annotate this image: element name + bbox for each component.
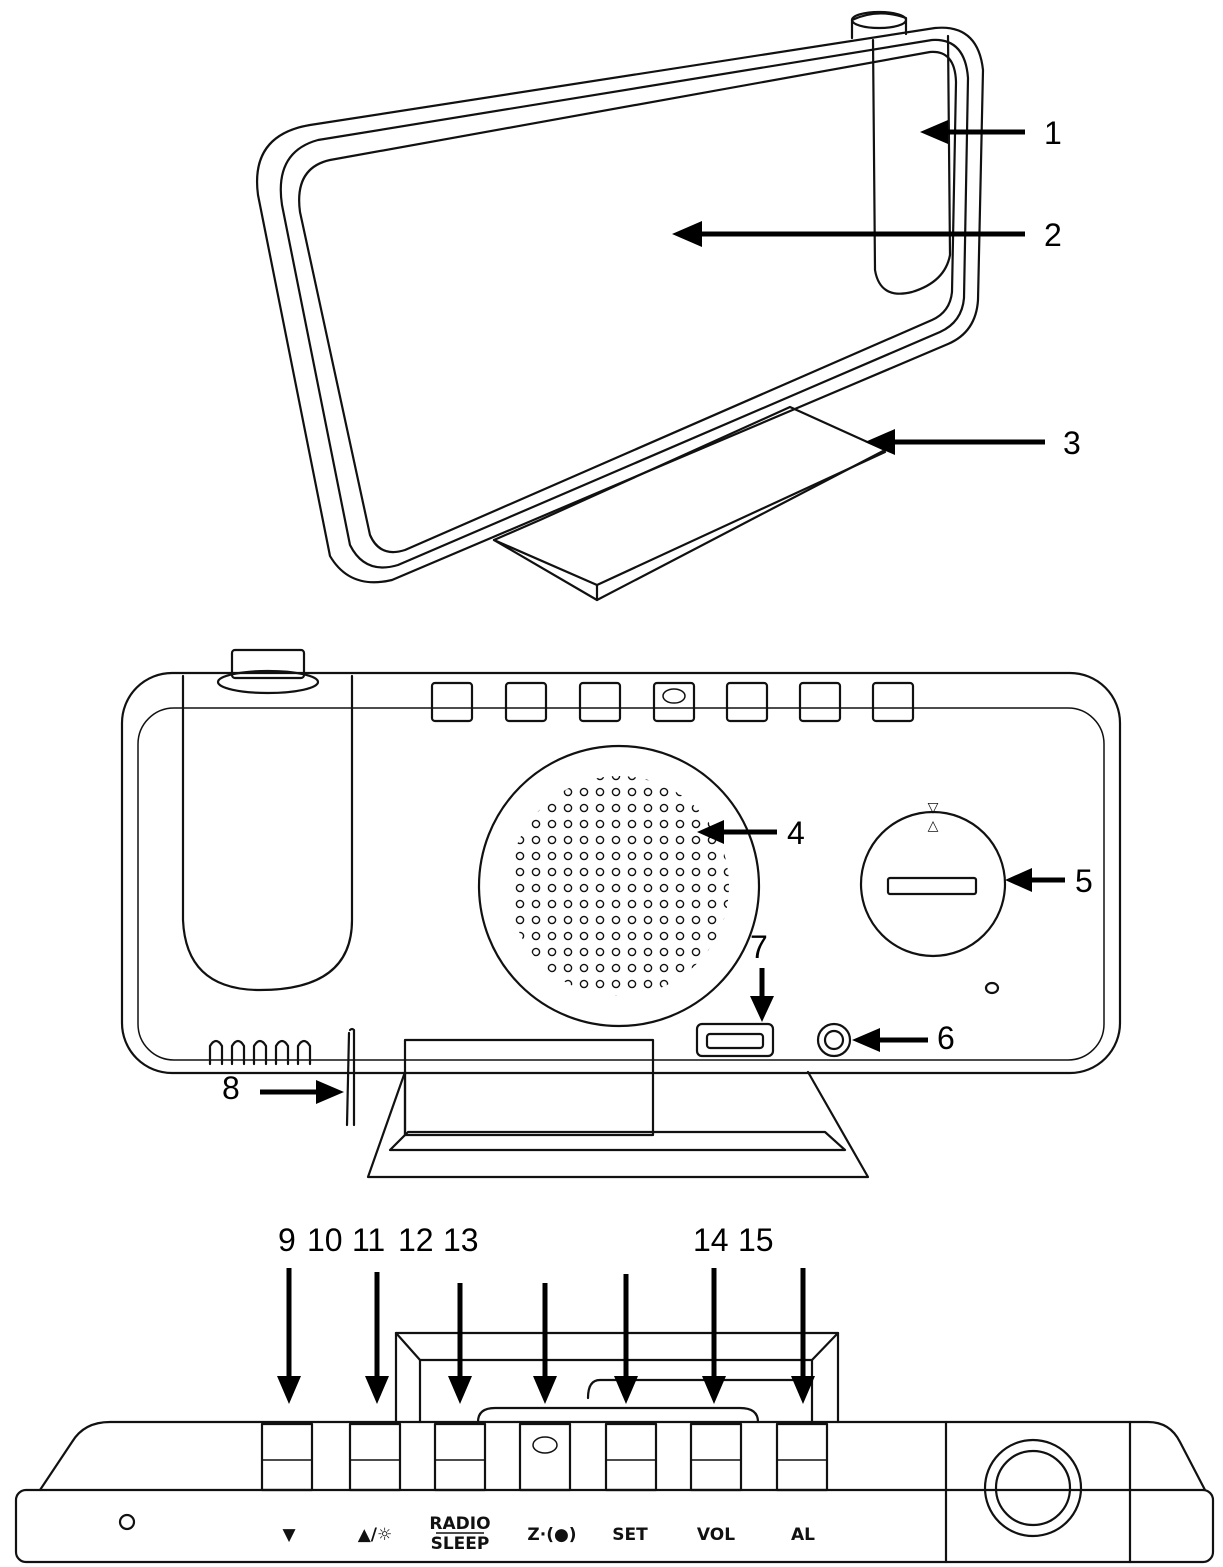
label-al: AL xyxy=(791,1525,815,1545)
vol-button[interactable] xyxy=(689,1422,743,1492)
callout-14: 14 xyxy=(693,1222,729,1258)
speaker-grille xyxy=(477,744,761,1028)
callout-8: 8 xyxy=(222,1070,240,1106)
top-buttons xyxy=(430,681,915,723)
snooze-projector-button[interactable] xyxy=(518,1422,572,1492)
al-button[interactable] xyxy=(775,1422,829,1492)
label-up: ▲/☼ xyxy=(358,1525,393,1545)
stand xyxy=(492,405,887,602)
down-button[interactable] xyxy=(260,1422,314,1492)
vents xyxy=(208,1039,312,1066)
callouts-view-1: 1 2 3 xyxy=(672,115,1081,461)
callouts-view-2: 4 5 6 7 8 xyxy=(222,815,1093,1106)
battery-open-mark: ▽ xyxy=(928,800,939,816)
projector-lens xyxy=(983,1438,1083,1538)
label-radio: RADIO xyxy=(429,1514,490,1534)
callout-3: 3 xyxy=(1063,425,1081,461)
usb-port xyxy=(695,1022,775,1058)
callout-11: 11 xyxy=(352,1222,385,1258)
label-set: SET xyxy=(612,1525,648,1545)
up-dimmer-button[interactable] xyxy=(348,1422,402,1492)
projector-arm xyxy=(871,34,952,295)
reset-hole xyxy=(984,981,1000,995)
battery-compartment: ▽ △ xyxy=(859,800,1007,958)
button-row xyxy=(260,1422,829,1492)
callouts-view-3: 9 10 11 12 13 14 15 xyxy=(277,1222,815,1404)
battery-close-mark: △ xyxy=(928,818,939,834)
back-projector-arm xyxy=(181,674,354,992)
callout-12: 12 xyxy=(398,1222,434,1258)
back-stand xyxy=(366,1070,870,1179)
radio-sleep-button[interactable] xyxy=(433,1422,487,1492)
top-view: ▼ ▲/☼ RADIO SLEEP Z·(●) SET VOL AL xyxy=(14,1331,1215,1564)
callout-1: 1 xyxy=(1044,115,1062,151)
label-sleep: SLEEP xyxy=(431,1534,490,1554)
clock-body xyxy=(256,26,985,584)
callout-10: 10 xyxy=(307,1222,343,1258)
indicator-led xyxy=(118,1513,136,1531)
fm-antenna xyxy=(348,1027,356,1127)
back-body xyxy=(120,671,1122,1075)
callout-2: 2 xyxy=(1044,217,1062,253)
back-view: ▽ △ xyxy=(120,648,1122,1179)
top-body xyxy=(38,1420,1207,1492)
callout-15: 15 xyxy=(738,1222,774,1258)
callout-5: 5 xyxy=(1075,863,1093,899)
label-down: ▼ xyxy=(282,1525,296,1545)
dc-jack xyxy=(816,1022,852,1058)
perspective-view xyxy=(256,10,985,602)
label-snooze: Z·(●) xyxy=(527,1525,576,1545)
callout-13: 13 xyxy=(443,1222,479,1258)
callout-9: 9 xyxy=(278,1222,296,1258)
callout-4: 4 xyxy=(787,815,805,851)
callout-7: 7 xyxy=(750,929,768,965)
callout-6: 6 xyxy=(937,1020,955,1056)
label-vol: VOL xyxy=(697,1525,735,1545)
display-screen xyxy=(298,50,958,554)
set-button[interactable] xyxy=(604,1422,658,1492)
button-labels: ▼ ▲/☼ RADIO SLEEP Z·(●) SET VOL AL xyxy=(282,1514,815,1554)
